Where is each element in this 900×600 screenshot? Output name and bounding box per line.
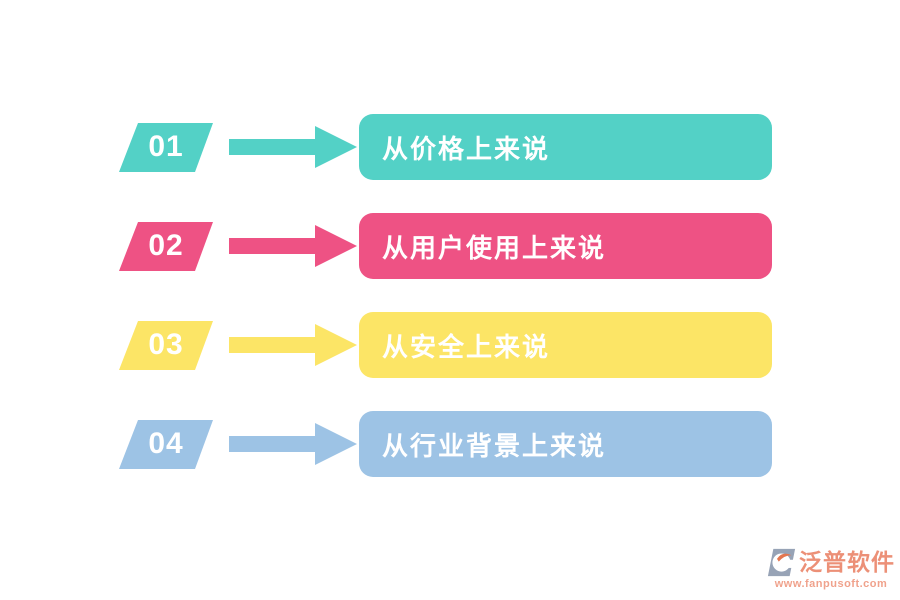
step-bar: 从行业背景上来说 (359, 411, 772, 477)
step-row-2: 02 从用户使用上来说 (0, 213, 900, 279)
step-number: 01 (148, 129, 184, 163)
step-number-badge: 04 (119, 420, 213, 469)
step-label: 从价格上来说 (382, 133, 551, 164)
step-number: 03 (148, 327, 184, 361)
arrow-right-icon (229, 423, 357, 465)
arrow-right-icon (229, 126, 357, 168)
arrow-right-icon (229, 324, 357, 366)
step-label: 从安全上来说 (382, 331, 551, 362)
step-number-badge: 02 (119, 222, 213, 271)
step-number-badge: 01 (119, 123, 213, 172)
watermark-url: www.fanpusoft.com (774, 578, 888, 590)
step-number-badge: 03 (119, 321, 213, 370)
watermark-brand-row: 泛普软件 (767, 548, 895, 577)
step-label: 从行业背景上来说 (382, 430, 607, 461)
step-bar: 从用户使用上来说 (359, 213, 772, 279)
step-row-4: 04 从行业背景上来说 (0, 411, 900, 477)
step-label: 从用户使用上来说 (382, 232, 607, 263)
fanpu-logo-icon (767, 548, 796, 577)
step-bar: 从价格上来说 (359, 114, 772, 180)
step-row-1: 01 从价格上来说 (0, 114, 900, 180)
step-number: 02 (148, 228, 184, 262)
arrow-right-icon (229, 225, 357, 267)
watermark: 泛普软件 www.fanpusoft.com (764, 548, 898, 590)
watermark-brand: 泛普软件 (799, 549, 895, 575)
step-bar: 从安全上来说 (359, 312, 772, 378)
step-row-3: 03 从安全上来说 (0, 312, 900, 378)
step-number: 04 (148, 426, 184, 460)
